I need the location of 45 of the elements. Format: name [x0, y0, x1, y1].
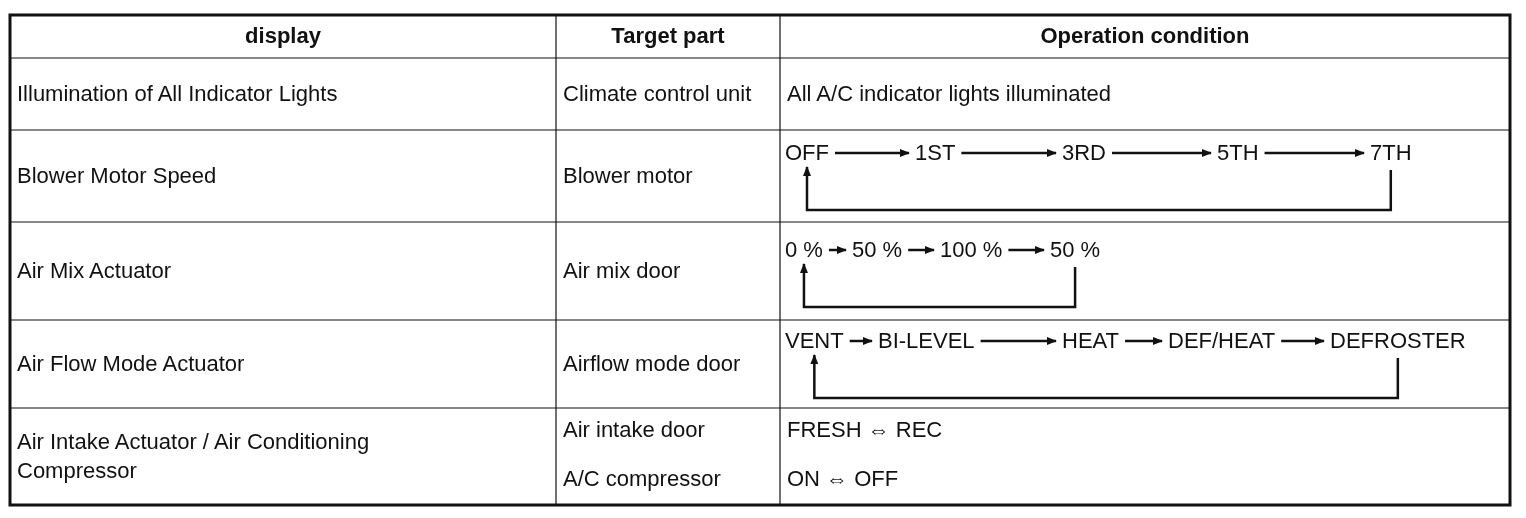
state-label: DEF/HEAT [1168, 330, 1276, 352]
state-label: BI-LEVEL [878, 330, 975, 352]
state-label: 50 % [852, 239, 903, 261]
state-label: 0 % [785, 239, 823, 261]
table-cell-text: FRESH ⇔ REC [787, 416, 943, 445]
state-label: 3RD [1062, 142, 1106, 164]
table-cell-text: A/C compressor [563, 464, 721, 493]
table-cell-text: Blower Motor Speed [17, 161, 217, 190]
state-label: 5TH [1217, 142, 1259, 164]
arrow [1125, 337, 1163, 345]
table-cell-text: Airflow mode door [563, 349, 741, 378]
arrow [828, 246, 847, 254]
arrow [849, 337, 873, 345]
column-header: Operation condition [1040, 22, 1250, 51]
arrow [1264, 149, 1365, 157]
column-header: display [245, 22, 321, 51]
arrow [961, 149, 1057, 157]
table-cell-text: Air mix door [563, 256, 681, 285]
table-cell-text: Air Mix Actuator [17, 256, 172, 285]
table-cell-text: Air Intake Actuator / Air Conditioning Compressor [17, 427, 371, 485]
table-cell-text: ON ⇔ OFF [787, 464, 899, 493]
arrow [835, 149, 910, 157]
state-label: VENT [785, 330, 844, 352]
arrow [1112, 149, 1212, 157]
state-label: 100 % [940, 239, 1003, 261]
table-cell-text: All A/C indicator lights illuminated [787, 79, 1112, 108]
arrow [810, 354, 1400, 400]
state-label: HEAT [1062, 330, 1120, 352]
state-label: OFF [785, 142, 829, 164]
arrow [803, 166, 1393, 212]
state-label: 7TH [1370, 142, 1412, 164]
arrow [908, 246, 935, 254]
table-cell-text: Air Flow Mode Actuator [17, 349, 245, 378]
arrow [980, 337, 1057, 345]
state-label: 1ST [915, 142, 956, 164]
arrow [1008, 246, 1045, 254]
arrow [799, 263, 1077, 309]
table-cell-text: Air intake door [563, 416, 705, 445]
state-label: DEFROSTER [1330, 330, 1466, 352]
table-cell-text: Illumination of All Indicator Lights [17, 79, 338, 108]
state-label: 50 % [1050, 239, 1101, 261]
arrow [1281, 337, 1325, 345]
table-cell-text: Blower motor [563, 161, 693, 190]
table-cell-text: Climate control unit [563, 79, 752, 108]
column-header: Target part [611, 22, 725, 51]
